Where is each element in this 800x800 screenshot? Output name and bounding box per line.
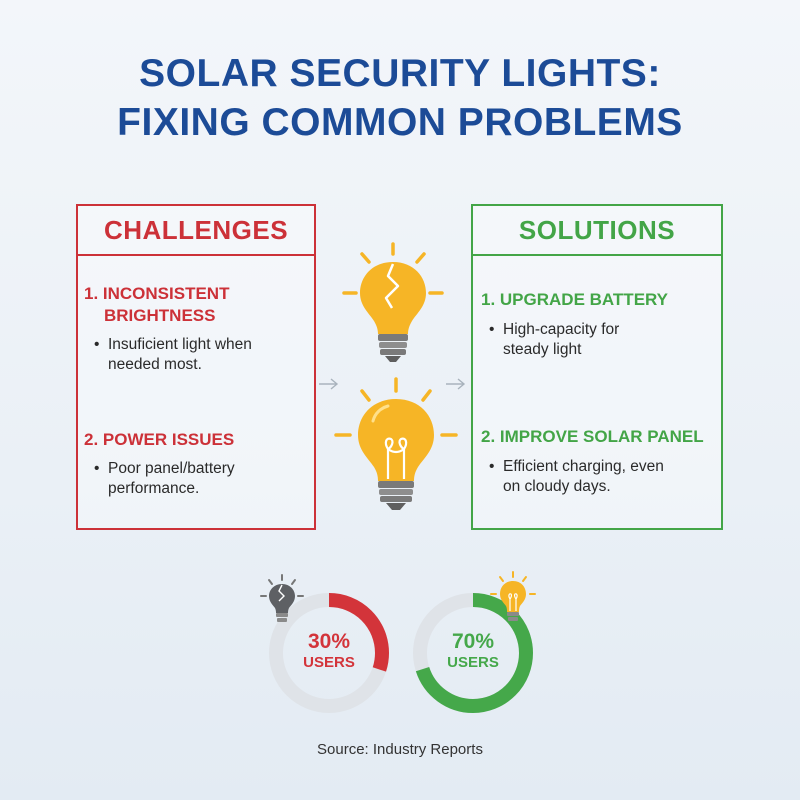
solutions-header: SOLUTIONS [473,206,721,256]
solution-2-desc-line2: on cloudy days. [503,478,611,495]
glowing-lightbulb-small-icon [490,571,536,621]
donut-70-label: 70% USERS [410,630,536,672]
solution-1-desc-line2: steady light [503,341,582,358]
solution-2-desc: • Efficient charging, even on cloudy day… [489,457,664,497]
page-title-line2: FIXING COMMON PROBLEMS [117,101,683,144]
donut-70-users: USERS [447,654,499,671]
challenge-2-title: 2. POWER ISSUES [84,430,235,449]
bullet: • [94,336,100,353]
donut-30-label: 30% USERS [266,630,392,672]
challenge-2-desc-line1: Poor panel/battery [108,460,235,477]
page-title-line1: SOLAR SECURITY LIGHTS: [139,52,661,95]
challenges-header: CHALLENGES [78,206,314,256]
arrow-right-icon [319,378,339,390]
bullet: • [489,458,495,475]
solution-1-desc-line1: High-capacity for [503,321,620,338]
solution-1-title: 1. UPGRADE BATTERY [481,290,669,309]
source-caption: Source: Industry Reports [317,741,483,758]
challenge-1-title-line2: BRIGHTNESS [104,306,216,325]
donut-30-users: USERS [303,654,355,671]
usage-donut-30 [269,593,389,713]
glowing-lightbulb-icon [334,377,458,510]
challenge-2-desc: • Poor panel/battery performance. [94,459,235,499]
challenges-panel: CHALLENGES 1. INCONSISTENT BRIGHTNESS • … [76,204,316,530]
usage-donut-70 [413,593,533,713]
bullet: • [489,321,495,338]
solution-2-desc-line1: Efficient charging, even [503,458,664,475]
challenge-1-desc: • Insuficient light when needed most. [94,335,252,375]
donut-30-percent: 30% [307,630,351,653]
arrow-right-icon [446,378,466,390]
challenge-2-desc-line2: performance. [108,480,200,497]
solution-2-title: 2. IMPROVE SOLAR PANEL [481,427,704,446]
challenge-1-desc-line2: needed most. [108,356,202,373]
solutions-panel: SOLUTIONS 1. UPGRADE BATTERY • High-capa… [471,204,723,530]
broken-lightbulb-small-icon [260,574,304,622]
donut-fill-arc [413,593,533,713]
donut-fill-arc [269,593,389,713]
broken-lightbulb-icon [342,242,444,362]
challenge-1-title-line1: 1. INCONSISTENT [84,284,230,303]
solution-1-desc: • High-capacity for steady light [489,320,620,360]
donut-70-percent: 70% [451,630,495,653]
challenge-1-desc-line1: Insuficient light when [108,336,252,353]
bullet: • [94,460,100,477]
